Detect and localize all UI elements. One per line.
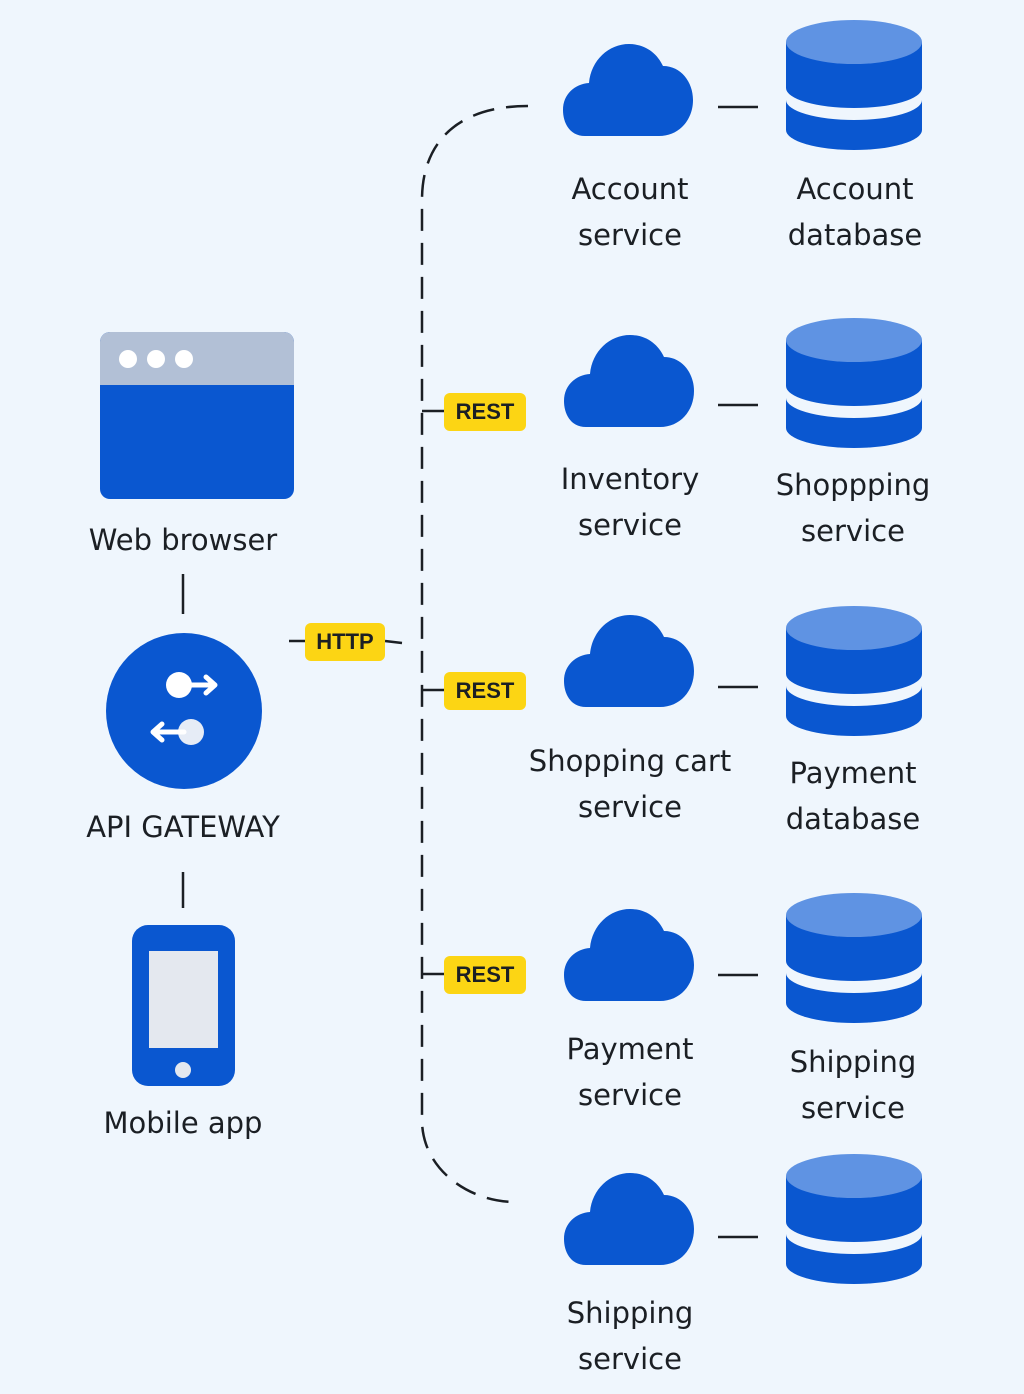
dashed-bus-line xyxy=(420,104,529,1204)
web-browser-label: Web browser xyxy=(88,523,278,557)
api-gateway-label: API GATEWAY xyxy=(86,810,280,844)
rest-badge-1: REST xyxy=(444,393,526,431)
cloud-icon xyxy=(564,335,694,427)
smartphone-icon xyxy=(132,925,235,1086)
database-label-line1: Shipping xyxy=(789,1045,917,1079)
http-badge: HTTP xyxy=(305,623,385,661)
cloud-icon xyxy=(563,44,693,136)
cloud-icon xyxy=(564,909,694,1001)
database-label-line2: service xyxy=(801,514,905,548)
service-label-line2: service xyxy=(578,790,682,824)
service-label-line1: Account xyxy=(571,172,689,206)
service-label-account: Account service xyxy=(510,166,750,258)
database-icon xyxy=(786,1152,922,1286)
browser-window-icon xyxy=(100,332,294,499)
service-label-line2: service xyxy=(578,1078,682,1112)
service-label-shopping-cart: Shopping cart service xyxy=(500,738,760,830)
cloud-icon xyxy=(564,615,694,707)
rest-badge-2: REST xyxy=(444,672,526,710)
service-label-line1: Payment xyxy=(566,1032,694,1066)
service-label-line1: Shipping xyxy=(566,1296,694,1330)
database-label-account: Account database xyxy=(735,166,975,258)
database-label-line2: database xyxy=(785,802,921,836)
database-label-line1: Payment xyxy=(789,756,917,790)
http-link-right xyxy=(384,639,403,645)
database-icon xyxy=(786,316,922,450)
database-label-shipping: Shipping service xyxy=(733,1039,973,1131)
rest-badge-3: REST xyxy=(444,956,526,994)
cloud-icon xyxy=(564,1173,694,1265)
database-icon xyxy=(786,18,922,152)
service-label-line1: Shopping cart xyxy=(528,744,732,778)
database-label-line2: database xyxy=(787,218,923,252)
exchange-arrows-icon xyxy=(106,633,262,789)
service-label-line2: service xyxy=(578,508,682,542)
database-label-line1: Shoppping xyxy=(775,468,931,502)
service-label-shipping: Shipping service xyxy=(510,1290,750,1382)
service-label-line1: Inventory xyxy=(560,462,700,496)
database-icon xyxy=(786,604,922,738)
database-label-line2: service xyxy=(801,1091,905,1125)
mobile-app-label: Mobile app xyxy=(103,1106,263,1140)
database-icon xyxy=(786,891,922,1025)
service-label-line2: service xyxy=(578,1342,682,1376)
database-label-line1: Account xyxy=(796,172,914,206)
service-label-inventory: Inventory service xyxy=(510,456,750,548)
database-label-payment: Payment database xyxy=(733,750,973,842)
service-label-payment: Payment service xyxy=(510,1026,750,1118)
service-label-line2: service xyxy=(578,218,682,252)
database-label-shopping: Shoppping service xyxy=(733,462,973,554)
